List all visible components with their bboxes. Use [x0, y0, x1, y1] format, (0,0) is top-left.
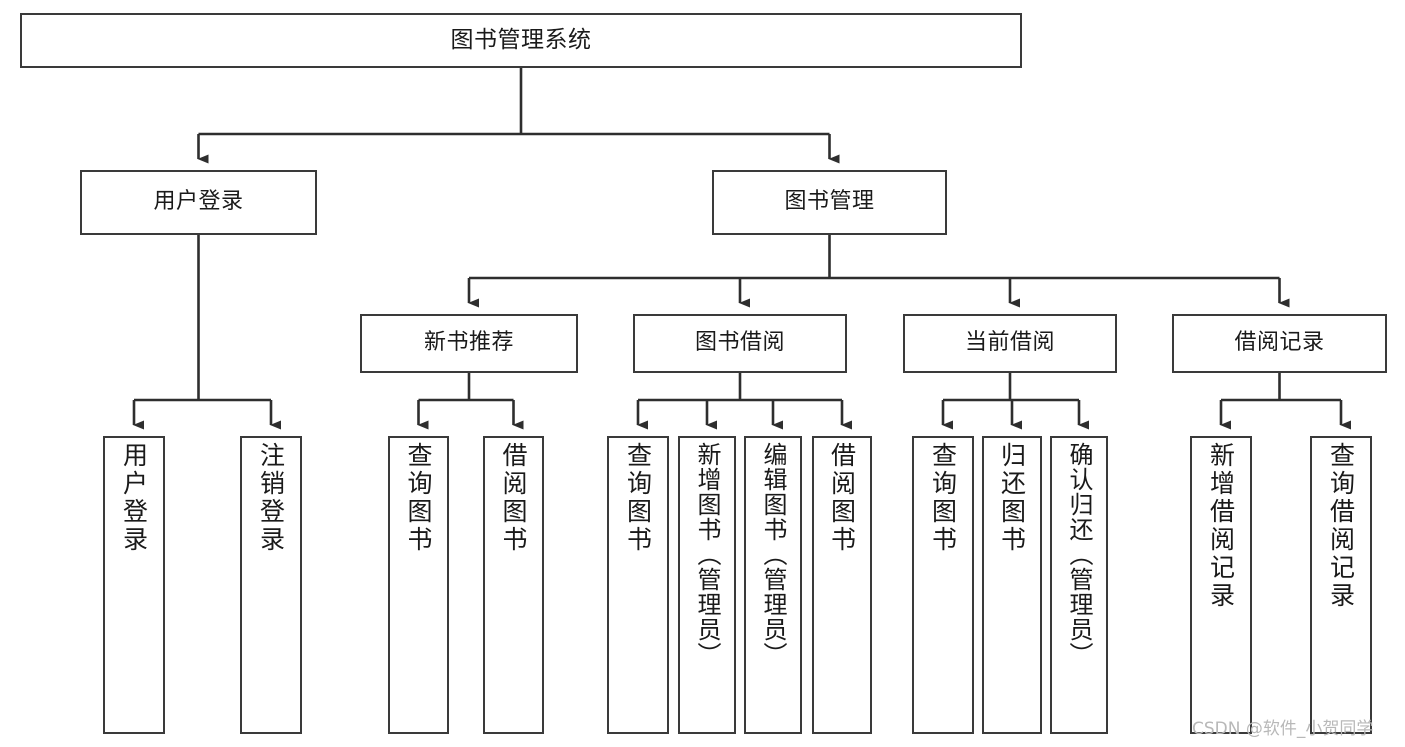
node-label: 查询图书 — [928, 442, 958, 554]
node-leaf-query-book-3[interactable]: 查询图书 — [912, 436, 974, 734]
node-leaf-query-book-1[interactable]: 查询图书 — [388, 436, 449, 734]
node-leaf-logout[interactable]: 注销登录 — [240, 436, 302, 734]
node-label: 借阅记录 — [1234, 330, 1325, 356]
node-label: 查询图书 — [404, 442, 433, 554]
node-current-borrow[interactable]: 当前借阅 — [903, 314, 1117, 373]
node-label: 归还图书 — [997, 442, 1027, 554]
node-leaf-query-book-2[interactable]: 查询图书 — [607, 436, 669, 734]
node-leaf-confirm-return[interactable]: 确认归还（管理员） — [1050, 436, 1108, 734]
node-leaf-edit-book[interactable]: 编辑图书（管理员） — [744, 436, 802, 734]
node-leaf-add-record[interactable]: 新增借阅记录 — [1190, 436, 1252, 734]
watermark-credit: CSDN @软件_小贺同学 — [1192, 719, 1374, 739]
node-label: 确认归还（管理员） — [1065, 442, 1093, 667]
node-leaf-user-login[interactable]: 用户登录 — [103, 436, 165, 734]
node-label: 新书推荐 — [423, 330, 514, 356]
node-book-borrow[interactable]: 图书借阅 — [633, 314, 847, 373]
node-label: 新增图书（管理员） — [693, 442, 721, 667]
node-new-book-rec[interactable]: 新书推荐 — [360, 314, 578, 373]
node-label: 借阅图书 — [827, 442, 857, 554]
node-leaf-borrow-book-2[interactable]: 借阅图书 — [812, 436, 872, 734]
node-label: 图书借阅 — [694, 330, 785, 356]
node-label: 查询图书 — [623, 442, 653, 554]
node-label: 查询借阅记录 — [1326, 442, 1356, 610]
node-label: 借阅图书 — [499, 442, 528, 554]
node-label: 图书管理系统 — [450, 26, 592, 53]
node-label: 图书管理 — [784, 189, 875, 215]
node-user-login[interactable]: 用户登录 — [80, 170, 317, 235]
node-label: 用户登录 — [153, 189, 244, 215]
node-leaf-borrow-book-1[interactable]: 借阅图书 — [483, 436, 544, 734]
node-label: 用户登录 — [119, 442, 149, 554]
node-leaf-return-book[interactable]: 归还图书 — [982, 436, 1042, 734]
node-label: 编辑图书（管理员） — [759, 442, 787, 667]
node-borrow-record[interactable]: 借阅记录 — [1172, 314, 1387, 373]
node-leaf-add-book[interactable]: 新增图书（管理员） — [678, 436, 736, 734]
node-label: 当前借阅 — [964, 330, 1055, 356]
node-leaf-query-record[interactable]: 查询借阅记录 — [1310, 436, 1372, 734]
node-book-manage[interactable]: 图书管理 — [712, 170, 947, 235]
node-label: 注销登录 — [256, 442, 286, 554]
node-root-system[interactable]: 图书管理系统 — [20, 13, 1022, 68]
node-label: 新增借阅记录 — [1206, 442, 1236, 610]
